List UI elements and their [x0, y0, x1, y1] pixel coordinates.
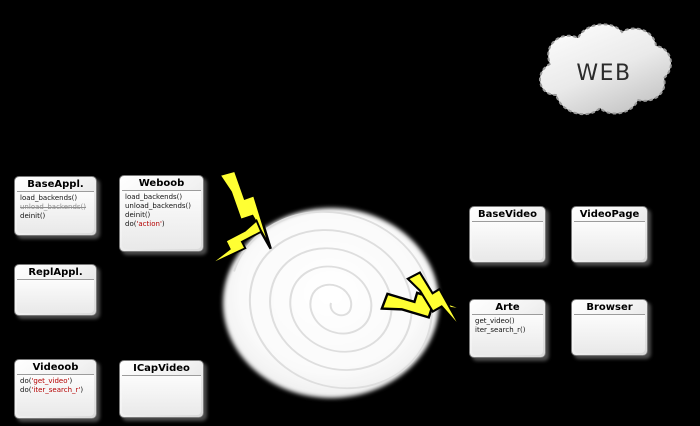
class-box-baseappl: BaseAppl. load_backends() unload_backend…: [14, 176, 97, 236]
method-text-segment: do(: [20, 377, 32, 385]
class-box-arte: Arte get_video() iter_search_r(): [469, 299, 546, 358]
method-load-backends: load_backends(): [125, 193, 183, 201]
method-do-iter-search: do('iter_search_r'): [20, 386, 91, 395]
method-text-segment: do(: [125, 220, 137, 228]
method-get-video: get_video(): [475, 317, 515, 325]
method-text-segment: ): [69, 377, 73, 385]
spiral-graphic: [223, 208, 439, 398]
method-unload-backends: unload_backends(): [20, 203, 87, 211]
method-text-segment: 'action': [136, 220, 162, 228]
web-cloud: WEB: [539, 23, 672, 116]
method-deinit: deinit(): [20, 212, 46, 220]
class-title-videoob: Videoob: [32, 362, 79, 373]
method-load-backends: load_backends(): [20, 194, 78, 202]
class-box-icapvideo: ICapVideo: [119, 360, 204, 418]
method-unload-backends: unload_backends(): [125, 202, 192, 210]
class-box-videopage: VideoPage: [571, 206, 648, 263]
class-methods-icapvideo: [122, 375, 201, 415]
class-title-browser: Browser: [586, 302, 633, 313]
method-text-segment: 'get_video': [31, 377, 70, 385]
class-methods-videopage: [574, 221, 645, 260]
class-methods-baseappl: load_backends() unload_backends() deinit…: [17, 191, 94, 233]
cloud-label: WEB: [576, 61, 631, 86]
class-title-replappl: ReplAppl.: [28, 267, 83, 278]
method-text-segment: ): [80, 386, 84, 394]
class-title-weboob: Weboob: [138, 178, 185, 189]
class-title-videopage: VideoPage: [579, 209, 640, 220]
class-title-icapvideo: ICapVideo: [133, 363, 190, 374]
class-box-basevideo: BaseVideo: [469, 206, 546, 263]
class-title-baseappl: BaseAppl.: [27, 179, 84, 190]
method-do-action: do('action'): [125, 220, 198, 229]
class-title-basevideo: BaseVideo: [478, 209, 537, 220]
class-methods-replappl: [17, 279, 94, 313]
method-text-segment: do(: [20, 386, 32, 394]
class-methods-browser: [574, 314, 645, 353]
class-methods-weboob: load_backends() unload_backends() deinit…: [122, 190, 201, 249]
method-do-get-video: do('get_video'): [20, 377, 91, 386]
class-box-weboob: Weboob load_backends() unload_backends()…: [119, 175, 204, 252]
method-text-segment: ): [161, 220, 165, 228]
method-iter-search: iter_search_r(): [475, 326, 526, 334]
class-box-browser: Browser: [571, 299, 648, 356]
class-box-replappl: ReplAppl.: [14, 264, 97, 316]
class-methods-basevideo: [472, 221, 543, 260]
method-text-segment: 'iter_search_r': [31, 386, 81, 394]
class-methods-arte: get_video() iter_search_r(): [472, 314, 543, 355]
class-methods-videoob: do('get_video') do('iter_search_r'): [17, 374, 94, 416]
class-box-videoob: Videoob do('get_video') do('iter_search_…: [14, 359, 97, 419]
method-deinit: deinit(): [125, 211, 151, 219]
class-title-arte: Arte: [495, 302, 520, 313]
